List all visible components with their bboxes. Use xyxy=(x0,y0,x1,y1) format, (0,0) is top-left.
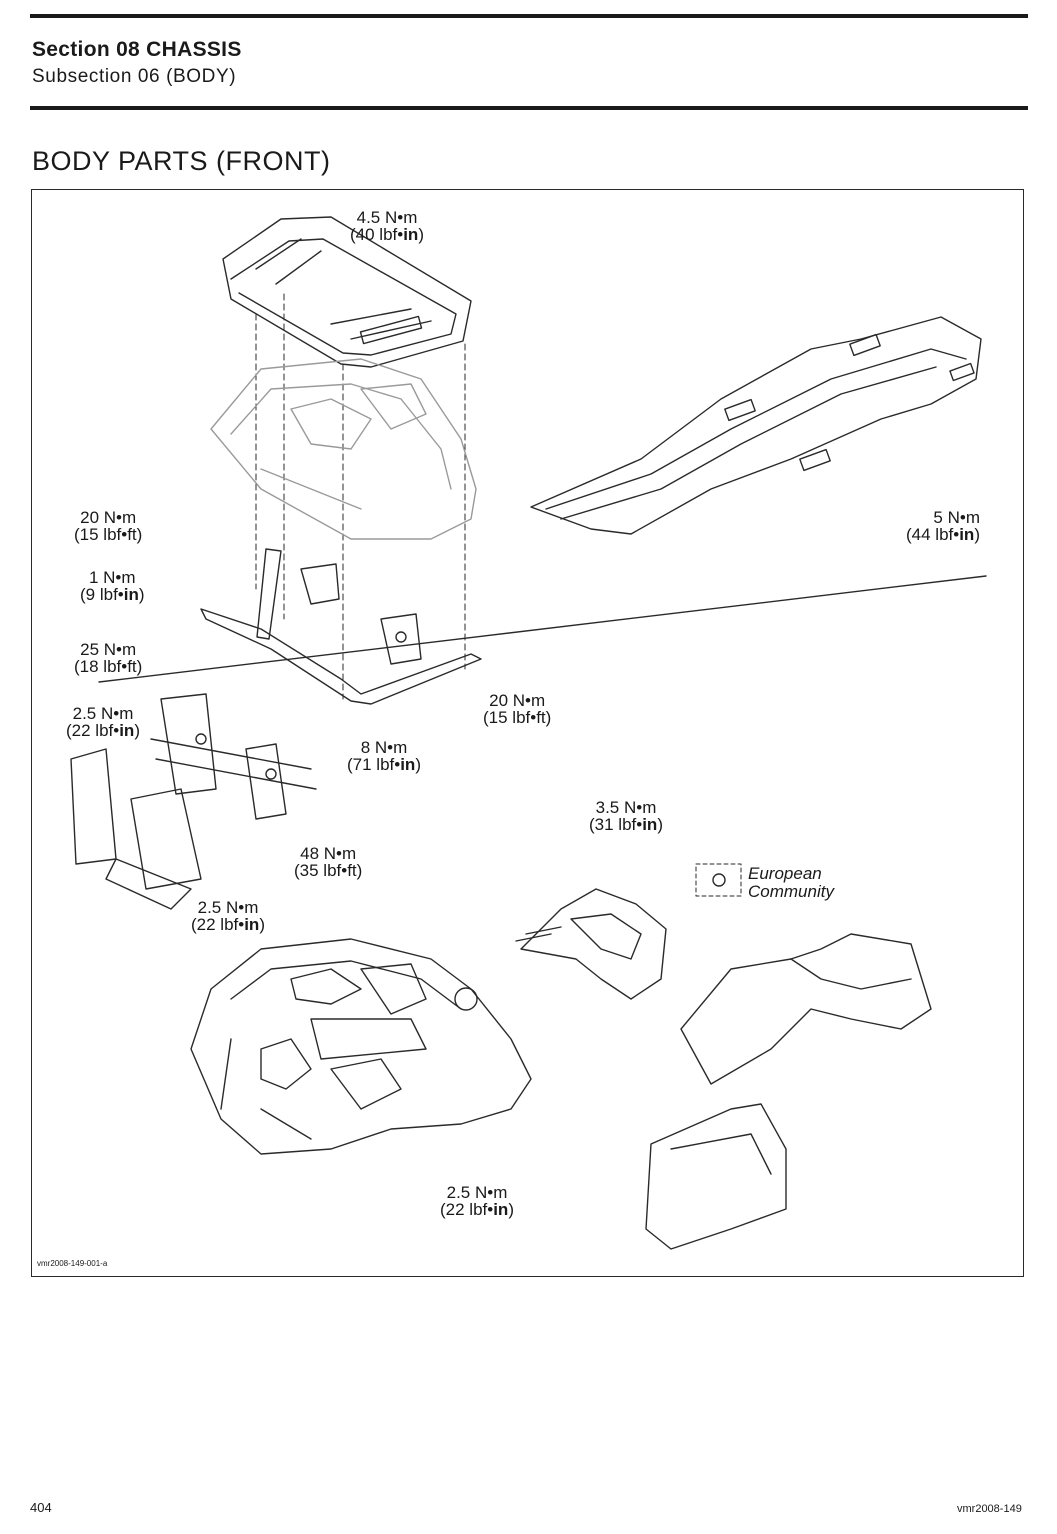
torque-label: 2.5 N•m (22 lbf•in) xyxy=(66,705,140,739)
torque-imperial: (35 lbf•ft) xyxy=(294,861,363,880)
torque-imperial: (71 lbf•in) xyxy=(347,755,421,774)
figure-code: vmr2008-149-001-a xyxy=(37,1259,108,1268)
torque-label: 2.5 N•m (22 lbf•in) xyxy=(191,899,265,933)
skid-plate xyxy=(530,316,982,535)
ec-callout-line2: Community xyxy=(748,882,834,901)
torque-label: 1 N•m (9 lbf•in) xyxy=(80,569,145,603)
torque-imperial: (15 lbf•ft) xyxy=(483,708,552,727)
torque-label: 20 N•m (15 lbf•ft) xyxy=(74,509,142,543)
torque-label: 5 N•m (44 lbf•in) xyxy=(906,509,980,543)
torque-label: 4.5 N•m (40 lbf•in) xyxy=(350,209,424,243)
torque-label: 3.5 N•m (31 lbf•in) xyxy=(589,799,663,833)
divider-line xyxy=(98,575,987,683)
torque-metric: 4.5 N•m xyxy=(356,208,418,227)
side-panel xyxy=(645,933,932,1250)
torque-metric: 20 N•m xyxy=(489,691,546,710)
torque-imperial: (44 lbf•in) xyxy=(906,525,980,544)
ec-callout-line1: European xyxy=(748,864,822,883)
torque-metric: 1 N•m xyxy=(88,568,136,587)
ec-callout-box xyxy=(695,863,742,897)
torque-metric: 3.5 N•m xyxy=(595,798,657,817)
document-code: vmr2008-149 xyxy=(957,1503,1022,1515)
torque-metric: 20 N•m xyxy=(80,508,137,527)
page-number: 404 xyxy=(30,1500,52,1515)
front-rack xyxy=(222,216,472,368)
subsection-title: Subsection 06 (BODY) xyxy=(32,66,237,87)
torque-label: 25 N•m (18 lbf•ft) xyxy=(74,641,142,675)
torque-metric: 2.5 N•m xyxy=(72,704,134,723)
front-bumper xyxy=(70,693,317,910)
section-title: Section 08 CHASSIS xyxy=(32,38,242,61)
front-body-panel xyxy=(190,938,532,1155)
torque-label: 2.5 N•m (22 lbf•in) xyxy=(440,1184,514,1218)
torque-imperial: (22 lbf•in) xyxy=(66,721,140,740)
exploded-parts-drawing xyxy=(70,216,987,1250)
header-rule xyxy=(30,106,1028,110)
top-rule xyxy=(30,14,1028,18)
torque-label: 8 N•m (71 lbf•in) xyxy=(347,739,421,773)
torque-metric: 2.5 N•m xyxy=(197,898,259,917)
torque-imperial: (22 lbf•in) xyxy=(440,1200,514,1219)
torque-imperial: (31 lbf•in) xyxy=(589,815,663,834)
torque-metric: 25 N•m xyxy=(80,640,137,659)
figure-frame xyxy=(31,189,1024,1277)
torque-metric: 2.5 N•m xyxy=(446,1183,508,1202)
torque-label: 20 N•m (15 lbf•ft) xyxy=(483,692,551,726)
torque-imperial: (9 lbf•in) xyxy=(80,585,145,604)
torque-imperial: (15 lbf•ft) xyxy=(74,525,143,544)
torque-imperial: (22 lbf•in) xyxy=(191,915,265,934)
torque-imperial: (18 lbf•ft) xyxy=(74,657,143,676)
inner-panel xyxy=(515,888,667,1000)
support-frame xyxy=(200,548,482,705)
front-fender-ghost xyxy=(210,358,477,540)
torque-label: 48 N•m (35 lbf•ft) xyxy=(294,845,362,879)
torque-metric: 8 N•m xyxy=(360,738,408,757)
ec-callout-label: European Community xyxy=(748,865,834,901)
torque-metric: 5 N•m xyxy=(933,508,980,527)
page-heading: BODY PARTS (FRONT) xyxy=(32,146,331,176)
torque-metric: 48 N•m xyxy=(300,844,357,863)
torque-imperial: (40 lbf•in) xyxy=(350,225,424,244)
